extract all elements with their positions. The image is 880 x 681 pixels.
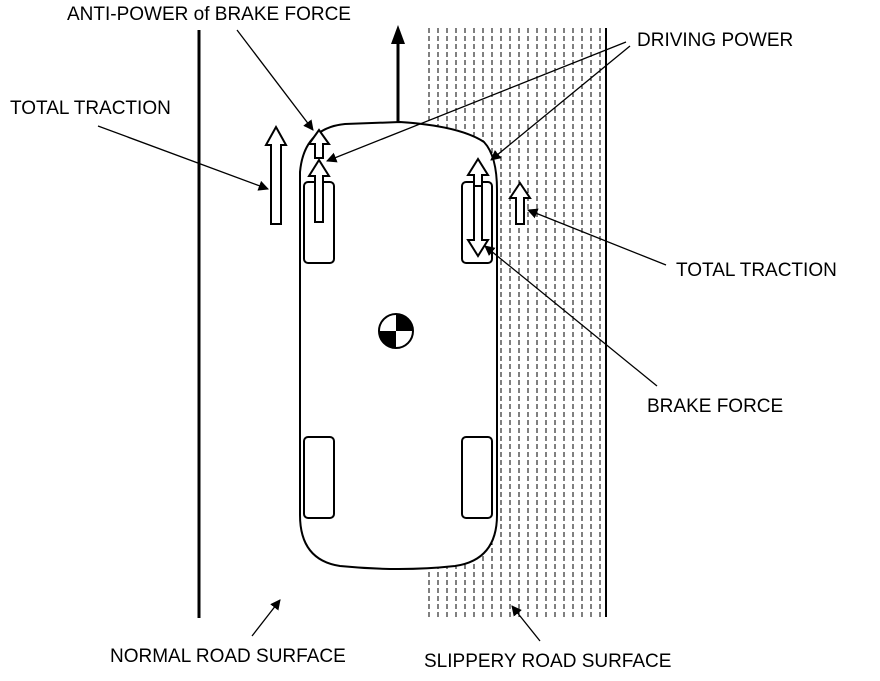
right-total-traction-arrow [508,181,532,225]
heading-arrow [391,25,405,122]
left-driving-power-arrow [307,158,331,223]
rear-right-wheel [461,436,493,519]
label-normal-road: NORMAL ROAD SURFACE [110,646,346,667]
label-brake-force: BRAKE FORCE [647,396,783,417]
leader-lines [97,29,667,642]
leader-slippery-road [511,605,541,642]
leader-anti-power [236,29,314,131]
leader-driving-power-left [326,41,627,163]
anti-power-arrow [307,128,331,159]
leader-brake-force [484,245,658,387]
label-driving-power: DRIVING POWER [637,30,793,51]
label-total-traction-right: TOTAL TRACTION [676,260,837,281]
leader-driving-power-right [490,45,631,161]
center-of-gravity-icon [378,313,414,349]
leader-normal-road [251,599,281,637]
brake-force-arrow [466,185,490,258]
leader-total-traction-left [97,125,269,191]
label-slippery-road: SLIPPERY ROAD SURFACE [424,651,671,672]
rear-left-wheel [303,436,335,519]
left-total-traction-arrow [264,124,288,225]
label-anti-power: ANTI-POWER of BRAKE FORCE [67,4,351,25]
label-total-traction-left: TOTAL TRACTION [10,98,171,119]
leader-total-traction-right [527,208,667,266]
